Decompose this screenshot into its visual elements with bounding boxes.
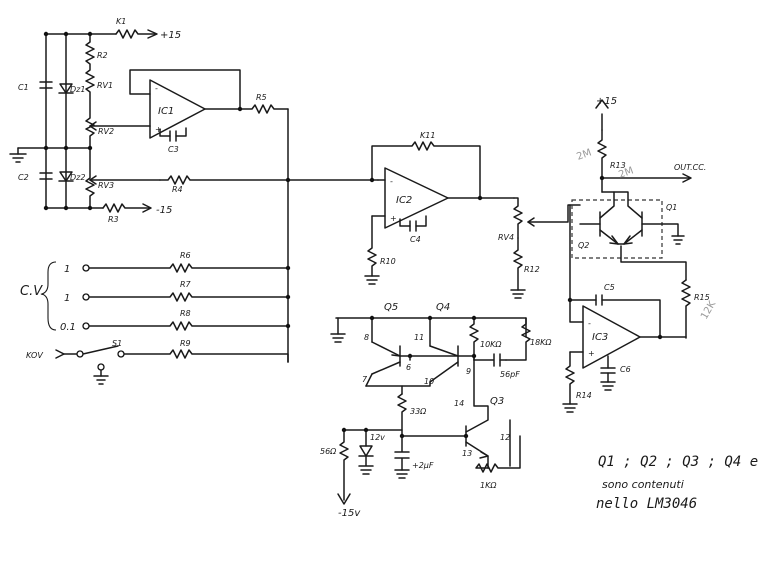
label-cv-in3: 0.1 xyxy=(60,322,76,333)
label-minus15-top: -15 xyxy=(156,205,172,216)
reference-section xyxy=(9,29,161,213)
label-s1: S1 xyxy=(112,339,122,348)
label-q5: Q5 xyxy=(384,302,398,313)
svg-text:-: - xyxy=(588,319,591,328)
label-r8: R8 xyxy=(180,309,191,318)
label-r4: R4 xyxy=(172,185,183,194)
label-56ohm: 56Ω xyxy=(320,447,337,456)
label-18k: 18KΩ xyxy=(530,338,552,347)
label-c5: C5 xyxy=(604,283,615,292)
pencil-mark-3: 12K xyxy=(699,299,718,322)
label-r2: R2 xyxy=(97,51,108,60)
label-1k: 1KΩ xyxy=(480,481,497,490)
cv-inputs xyxy=(40,261,291,385)
label-r12: R12 xyxy=(524,265,540,274)
svg-text:+: + xyxy=(390,214,397,223)
label-pin14: 14 xyxy=(454,399,464,408)
label-12v: 12v xyxy=(370,433,385,442)
label-ic3: IC3 xyxy=(592,332,608,343)
label-q1: Q1 xyxy=(666,203,677,212)
ic-note: Q1 ; Q2 ; Q3 ; Q4 e Q5 sono contenuti ne… xyxy=(596,454,761,512)
label-pin13: 13 xyxy=(462,449,472,458)
pencil-mark-1: 2M xyxy=(575,147,593,162)
label-pin10: 10 xyxy=(424,377,434,386)
label-pin7: 7 xyxy=(362,375,368,384)
label-cv-in2: 1 xyxy=(64,293,70,304)
label-q2: Q2 xyxy=(578,241,589,250)
ic2-summer: - + xyxy=(364,141,515,285)
label-cv-in1: 1 xyxy=(64,264,70,275)
ic3-servo: - + xyxy=(562,294,687,413)
svg-text:+: + xyxy=(588,349,595,358)
label-pin8: 8 xyxy=(364,333,369,342)
r4-wire xyxy=(159,175,289,185)
labels: K1 +15 R2 RV1 RV2 RV3 R3 -15 C1 C2 Dz1 D… xyxy=(18,17,718,519)
label-56pf: 56pF xyxy=(500,370,520,379)
label-plus15-right: +15 xyxy=(596,96,617,107)
label-r14: R14 xyxy=(576,391,592,400)
label-c4: C4 xyxy=(410,235,421,244)
svg-text:-: - xyxy=(155,84,158,93)
label-r6: R6 xyxy=(180,251,191,260)
label-rv2: RV2 xyxy=(98,127,114,136)
label-pin6: 6 xyxy=(406,363,411,372)
label-2uf: +2µF xyxy=(412,461,434,470)
label-10k: 10KΩ xyxy=(480,340,502,349)
label-k1: K1 xyxy=(116,17,126,26)
label-r3: R3 xyxy=(108,215,119,224)
label-c2: C2 xyxy=(18,173,29,182)
label-pin11: 11 xyxy=(414,333,424,342)
note-line1: Q1 ; Q2 ; Q3 ; Q4 e Q5 xyxy=(598,454,761,470)
label-rv3: RV3 xyxy=(98,181,114,190)
current-source xyxy=(330,315,531,505)
label-out-cc: OUT.CC. xyxy=(674,163,706,172)
ic1-buffer: - + xyxy=(129,69,289,142)
label-r5: R5 xyxy=(256,93,267,102)
pencil-mark-2: 2M xyxy=(617,165,635,180)
label-rv1: RV1 xyxy=(97,81,113,90)
label-pin12: 12 xyxy=(500,433,510,442)
label-plus15-top: +15 xyxy=(160,30,181,41)
label-r7: R7 xyxy=(180,280,192,289)
label-q3: Q3 xyxy=(490,396,504,407)
label-r9: R9 xyxy=(180,339,191,348)
label-r13: R13 xyxy=(610,161,626,170)
label-cv: C.V. xyxy=(20,284,45,299)
note-line3: nello LM3046 xyxy=(596,496,697,512)
label-rv4: RV4 xyxy=(498,233,514,242)
label-ic1: IC1 xyxy=(158,106,174,117)
label-q4: Q4 xyxy=(436,302,450,313)
transistor-pair xyxy=(569,99,692,339)
label-kov: KOV xyxy=(26,351,43,360)
label-dz1: Dz1 xyxy=(70,85,85,94)
svg-text:-: - xyxy=(390,177,393,186)
label-dz2: Dz2 xyxy=(70,173,85,182)
note-line2: sono contenuti xyxy=(602,478,684,491)
label-c3: C3 xyxy=(168,145,179,154)
label-33ohm: 33Ω xyxy=(410,407,427,416)
label-pin9: 9 xyxy=(466,367,471,376)
label-r10: R10 xyxy=(380,257,396,266)
rv4-trimmer xyxy=(510,197,581,299)
label-c6: C6 xyxy=(620,365,631,374)
label-c1: C1 xyxy=(18,83,29,92)
label-k11: K11 xyxy=(420,131,435,140)
label-r15: R15 xyxy=(694,293,710,302)
label-minus15v: -15v xyxy=(338,508,361,519)
svg-text:+: + xyxy=(155,125,162,134)
label-ic2: IC2 xyxy=(396,195,412,206)
